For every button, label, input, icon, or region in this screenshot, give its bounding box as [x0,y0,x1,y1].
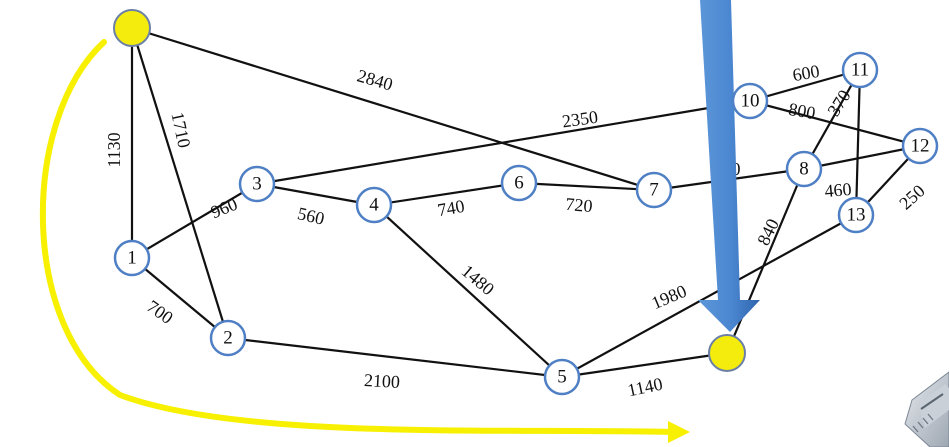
node-circle [113,239,151,277]
node-circle [500,164,538,202]
node-4: 4 [355,186,393,224]
node-circle [209,319,247,357]
edge-weight-label: 370 [823,86,854,119]
node-11: 11 [841,51,879,89]
node-1: 1 [113,239,151,277]
node-12: 12 [901,127,939,165]
node-3: 3 [238,165,276,203]
node-10: 10 [731,82,769,120]
edge-weight-label: 800 [787,99,817,123]
edge-weight-label: 1140 [626,374,665,401]
node-circle [785,150,823,188]
node-circle [731,82,769,120]
edge-1-2 [131,257,229,339]
edge-4-6 [373,181,520,207]
node-13: 13 [837,196,875,234]
edge-weight-label: 1980 [649,281,690,313]
edge-weight-label: 600 [791,61,821,85]
edge-S-7 [131,26,655,192]
edge-weight-label: 720 [565,194,594,216]
node-label: 5 [557,367,567,388]
node-label: 11 [851,60,869,81]
edge-5-T [561,351,728,379]
node-circle [635,171,673,209]
edge-4-5 [373,204,563,378]
node-7: 7 [635,171,673,209]
edge-3-4 [256,182,375,207]
node-circle [355,186,393,224]
edge-weight-label: 2840 [355,65,395,94]
node-label: 3 [252,174,262,195]
node-circle [841,51,879,89]
node-6: 6 [500,164,538,202]
node-circle [238,165,276,203]
edge-3-10 [256,99,751,186]
node-label: 12 [911,136,930,157]
endpoint-marker-source [113,9,151,47]
edge-weight-label: 250 [895,181,928,214]
edge-weight-label: 2100 [364,370,401,392]
edges-layer [130,26,921,379]
node-circle [837,196,875,234]
edge-weight-label: 1480 [458,261,498,299]
node-circle [543,358,581,396]
edge-weight-label: 460 [824,179,853,201]
pointer-arrow [698,0,760,332]
node-5: 5 [543,358,581,396]
edge-weight-label: 740 [436,196,466,220]
edge-S-2 [130,27,230,339]
transceiver-module-image [904,371,949,447]
edge-T-8 [725,168,806,354]
node-label: 4 [369,195,379,216]
route-arrow [40,39,690,443]
edge-10-12 [749,99,921,148]
node-circle [901,127,939,165]
edge-weight-label: 840 [753,215,783,248]
node-2: 2 [209,319,247,357]
node-label: 13 [847,205,866,226]
edge-8-12 [803,144,921,171]
edge-1-3 [131,183,258,259]
node-label: 2 [223,328,233,349]
edge-11-13 [854,69,862,216]
edge-weight-label: 1710 [167,110,194,149]
node-label: 6 [514,173,524,194]
edge-weight-label: 560 [296,203,327,229]
node-circle [113,9,151,47]
edge-2-5 [227,336,563,379]
edge-8-11 [803,69,861,170]
edge-6-7 [518,181,655,192]
node-label: 8 [799,159,809,180]
edge-weight-label: 2350 [561,107,599,132]
node-8: 8 [785,150,823,188]
node-label: 1 [127,248,137,269]
edge-5-13 [561,214,857,378]
endpoint-marker-target [708,334,746,372]
node-label: 7 [649,180,659,201]
edge-10-11 [749,68,861,103]
node-circle [708,334,746,372]
edge-weight-label: 1130 [104,132,124,167]
edge-weight-label: 700 [143,296,177,328]
node-label: 10 [741,91,760,112]
